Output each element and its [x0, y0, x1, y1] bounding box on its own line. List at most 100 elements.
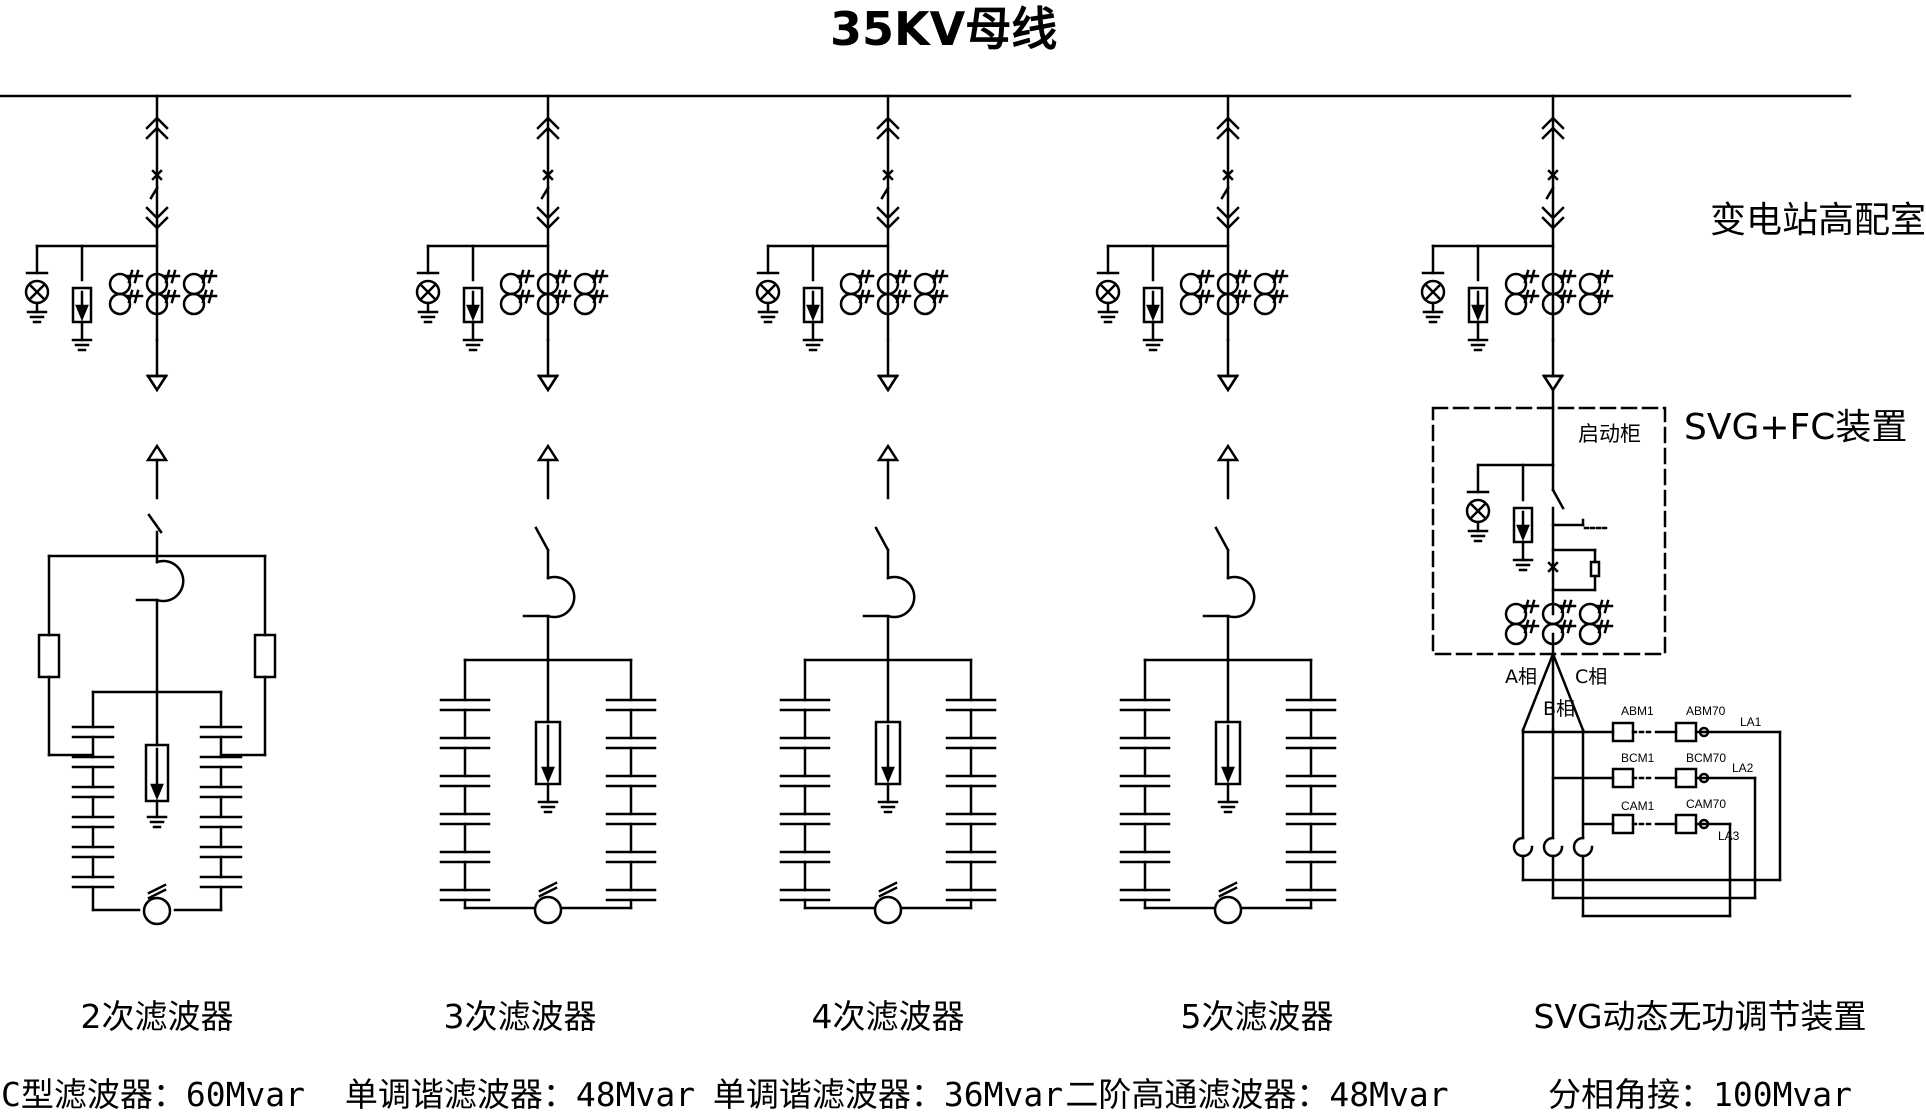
feeder-4-name: 5次滤波器: [1180, 997, 1334, 1036]
arrester-arrow: [541, 766, 555, 784]
feeder-2-cable: [536, 338, 560, 500]
feeder-1-name: 2次滤波器: [80, 997, 234, 1036]
ct-mark: [201, 289, 208, 304]
ct-mark: [561, 289, 568, 304]
ct-coil: [913, 292, 937, 316]
svg-fc-device-label: SVG+FC装置: [1684, 407, 1908, 448]
component-la1: LA1: [1740, 715, 1762, 729]
ct-mark: [170, 269, 177, 284]
disconnector: [147, 513, 163, 534]
ct-mark: [858, 269, 865, 284]
switch-blade: [149, 186, 159, 200]
ct-mark: [938, 269, 945, 284]
reactor: [862, 575, 916, 619]
ct-mark: [1566, 599, 1573, 614]
ct-mark: [170, 289, 177, 304]
feeder-2-lower: [439, 526, 657, 925]
svg-fc-enclosure: [1431, 406, 1667, 656]
ct-mark: [1523, 289, 1530, 304]
ct-mark: [598, 289, 605, 304]
power-module: [1674, 813, 1698, 835]
lamp-x: [419, 283, 437, 301]
ct-coil: [573, 292, 597, 316]
ct-mark: [1241, 289, 1248, 304]
chevron: [145, 126, 169, 140]
chevron: [876, 216, 900, 230]
disconnector: [534, 526, 550, 552]
ct-mark: [1278, 269, 1285, 284]
ct-coil: [108, 292, 132, 316]
feeder-2-name: 3次滤波器: [443, 997, 597, 1036]
ct-mark: [1597, 269, 1604, 284]
power-module: [1674, 721, 1698, 743]
feeder-1-spec: C型滤波器：60Mvar: [0, 1075, 306, 1114]
lamp-x: [1099, 283, 1117, 301]
arrester-arrow: [881, 766, 895, 784]
power-module: [1611, 767, 1635, 789]
component-abm1: ABM1: [1621, 704, 1654, 718]
ct-mark: [1272, 269, 1279, 284]
ct-sensor: [1213, 895, 1243, 925]
ct-mark: [1529, 599, 1536, 614]
disconnector: [874, 526, 890, 552]
ct-mark: [555, 269, 562, 284]
ct-mark: [207, 289, 214, 304]
cable-termination: [145, 443, 169, 462]
resistor: [37, 633, 61, 679]
chevron: [1541, 116, 1565, 130]
ct-mark: [1218, 886, 1238, 898]
cable-termination: [1216, 374, 1240, 393]
arrester-arrow: [150, 783, 164, 801]
ct-mark: [901, 269, 908, 284]
ct-mark: [1529, 289, 1536, 304]
lamp-x: [759, 283, 777, 301]
ct-mark: [518, 289, 525, 304]
feeder-1-cable: [145, 338, 169, 500]
ct-mark: [561, 269, 568, 284]
switch-blade: [540, 186, 550, 200]
ct-sensor: [533, 895, 563, 925]
feeder-5-svg: [1431, 338, 1782, 918]
ct-coil: [1179, 292, 1203, 316]
ct-coil: [536, 292, 560, 316]
ct-coil: [499, 292, 523, 316]
ct-mark: [932, 269, 939, 284]
ct-mark: [864, 289, 871, 304]
chevron: [1541, 206, 1565, 220]
switch-blade: [1551, 488, 1565, 510]
cable-termination: [876, 374, 900, 393]
ct-mark: [938, 289, 945, 304]
ct-mark: [895, 289, 902, 304]
feeder-3-spec: 单调谐滤波器：36Mvar: [712, 1075, 1064, 1114]
ct-mark: [1218, 881, 1238, 893]
resistor: [1589, 560, 1601, 578]
ct-mark: [592, 269, 599, 284]
ct-mark: [1560, 599, 1567, 614]
disconnector: [1214, 526, 1230, 552]
cable-termination: [536, 443, 560, 462]
component-la2: LA2: [1732, 761, 1754, 775]
busbar-title: 35KV母线: [830, 2, 1058, 56]
switch-blade: [1220, 186, 1230, 200]
ct-mark: [1235, 289, 1242, 304]
phase-c-label: C相: [1575, 666, 1608, 688]
start-cabinet-label: 启动柜: [1578, 422, 1641, 446]
feeder-2-upper: [415, 94, 609, 393]
ct-mark: [1523, 599, 1530, 614]
ct-mark: [592, 289, 599, 304]
ct-mark: [518, 269, 525, 284]
ct-mark: [895, 269, 902, 284]
lamp-x: [1469, 502, 1487, 520]
x-mark: [882, 169, 894, 181]
ct-mark: [1241, 269, 1248, 284]
ct-mark: [1566, 289, 1573, 304]
lamp-x: [28, 283, 46, 301]
ct-mark: [878, 886, 898, 898]
ct-mark: [1597, 619, 1604, 634]
chevron: [1216, 206, 1240, 220]
ct-mark: [147, 883, 167, 895]
ct-coil: [145, 292, 169, 316]
component-cam70: CAM70: [1686, 797, 1727, 811]
ct-mark: [1204, 289, 1211, 304]
